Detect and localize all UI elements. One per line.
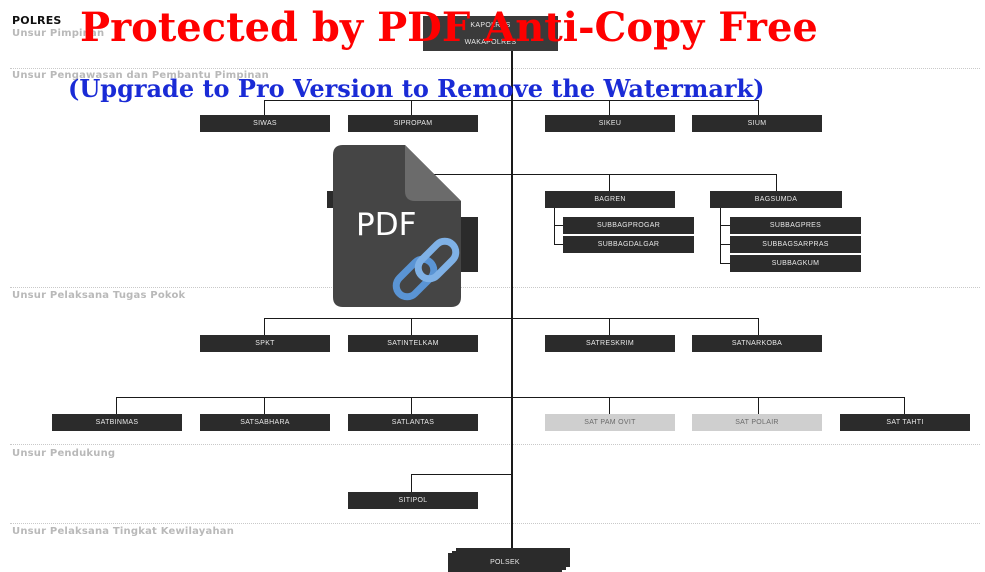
connector-line — [758, 100, 759, 115]
connector-line — [758, 397, 759, 414]
connector-line — [264, 397, 265, 414]
org-title: POLRES — [12, 14, 62, 27]
box-satbinmas: SATBINMAS — [52, 414, 182, 431]
box-sattahti: SAT TAHTI — [840, 414, 970, 431]
box-satreskrim: SATRESKRIM — [545, 335, 675, 352]
section-divider — [10, 523, 980, 524]
connector-line — [609, 100, 610, 115]
connector-line — [411, 474, 512, 475]
section-label-pendukung: Unsur Pendukung — [12, 448, 116, 459]
trunk-line — [511, 48, 513, 558]
box-sium: SIUM — [692, 115, 822, 132]
section-label-pelaksana: Unsur Pelaksana Tugas Pokok — [12, 290, 186, 301]
connector-line — [264, 100, 759, 101]
watermark-subtitle: (Upgrade to Pro Version to Remove the Wa… — [68, 74, 765, 103]
box-satpamobvit: SAT PAM OVIT — [545, 414, 675, 431]
connector-line — [776, 174, 777, 191]
box-subbagprogar: SUBBAGPROGAR — [563, 217, 694, 234]
connector-line — [609, 174, 610, 191]
connector-line — [904, 397, 905, 414]
link-icon — [392, 237, 460, 301]
section-divider — [10, 287, 980, 288]
box-sitipol: SITIPOL — [348, 492, 478, 509]
connector-line — [264, 100, 265, 115]
connector-line — [264, 318, 265, 335]
box-siwas: SIWAS — [200, 115, 330, 132]
box-satintelkam: SATINTELKAM — [348, 335, 478, 352]
connector-line — [609, 397, 610, 414]
section-label-pimpinan: Unsur Pimpinan — [12, 28, 105, 39]
connector-line — [720, 225, 730, 226]
box-subbagkum: SUBBAGKUM — [730, 255, 861, 272]
connector-line — [554, 225, 563, 226]
box-polsek: POLSEK — [448, 553, 562, 572]
box-subbagsarpras: SUBBAGSARPRAS — [730, 236, 861, 253]
connector-line — [116, 397, 905, 398]
connector-line — [345, 174, 777, 175]
connector-line — [758, 318, 759, 335]
box-satsabhara: SATSABHARA — [200, 414, 330, 431]
section-label-pengawasan: Unsur Pengawasan dan Pembantu Pimpinan — [12, 70, 269, 81]
pdf-file-icon — [333, 145, 461, 307]
box-subbagdalgar: SUBBAGDALGAR — [563, 236, 694, 253]
box-subbagpres: SUBBAGPRES — [730, 217, 861, 234]
box-bagren: BAGREN — [545, 191, 675, 208]
connector-line — [116, 397, 117, 414]
box-hidden-subbag — [458, 217, 478, 272]
box-sikeu: SIKEU — [545, 115, 675, 132]
connector-line — [554, 207, 555, 245]
connector-line — [720, 207, 721, 264]
box-kapolres: KAPOLRES — [423, 16, 558, 34]
section-divider — [10, 444, 980, 445]
connector-line — [411, 100, 412, 115]
section-divider — [10, 68, 980, 69]
box-sipropam: SIPROPAM — [348, 115, 478, 132]
connector-line — [411, 397, 412, 414]
box-satnarkoba: SATNARKOBA — [692, 335, 822, 352]
section-label-kewilayahan: Unsur Pelaksana Tingkat Kewilayahan — [12, 526, 235, 537]
box-satlantas: SATLANTAS — [348, 414, 478, 431]
box-bagsumda: BAGSUMDA — [710, 191, 842, 208]
box-wakapolres: WAKAPOLRES — [423, 34, 558, 51]
connector-line — [411, 318, 412, 335]
connector-line — [554, 244, 563, 245]
connector-line — [609, 318, 610, 335]
connector-line — [264, 318, 759, 319]
pdf-icon-label: PDF — [356, 207, 417, 243]
box-satpolair: SAT POLAIR — [692, 414, 822, 431]
connector-line — [411, 474, 412, 492]
connector-line — [720, 263, 730, 264]
connector-line — [720, 244, 730, 245]
watermark-title: Protected by PDF Anti-Copy Free — [80, 4, 818, 51]
box-spkt: SPKT — [200, 335, 330, 352]
